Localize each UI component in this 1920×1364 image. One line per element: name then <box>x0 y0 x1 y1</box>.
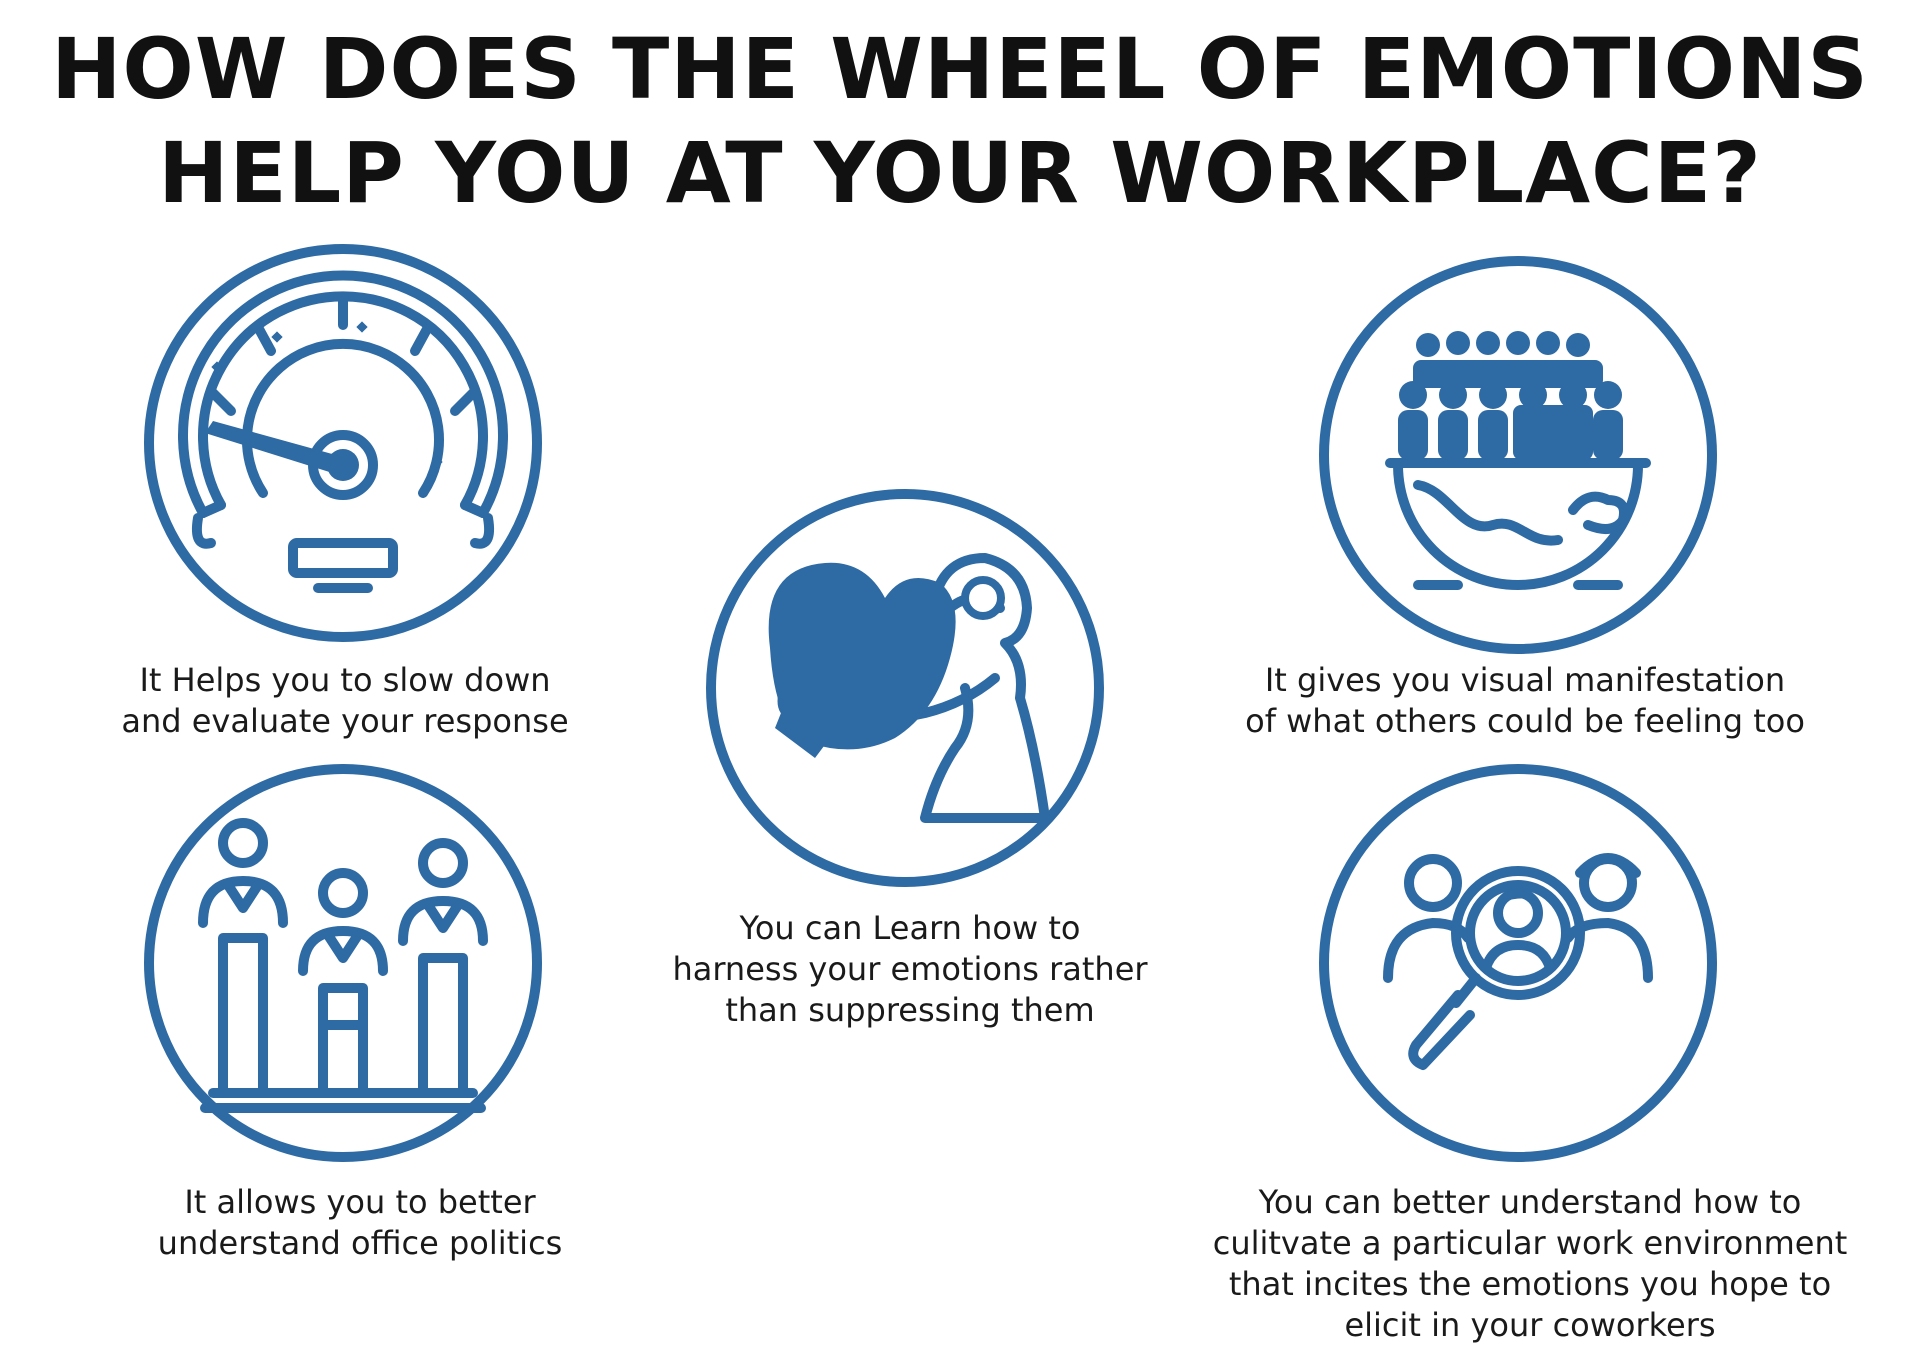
speedometer-icon <box>143 243 543 643</box>
caption-line: and evaluate your response <box>121 702 569 740</box>
caption-line: It allows you to better <box>184 1183 536 1221</box>
people-on-pillars-icon <box>143 763 543 1163</box>
caption-office-politics: It allows you to better understand offic… <box>100 1182 620 1264</box>
page-title-line-2: HELP YOU AT YOUR WORKPLACE? <box>158 124 1762 222</box>
caption-slow-down: It Helps you to slow down and evaluate y… <box>90 660 600 742</box>
caption-harness-emotions: You can Learn how to harness your emotio… <box>650 908 1170 1031</box>
caption-line: elicit in your coworkers <box>1344 1306 1716 1344</box>
caption-line: understand office politics <box>157 1224 563 1262</box>
caption-visual-manifestation: It gives you visual manifestation of wha… <box>1220 660 1830 742</box>
caption-line: harness your emotions rather <box>672 950 1148 988</box>
caption-line: It Helps you to slow down <box>139 661 551 699</box>
page-title-line-1: HOW DOES THE WHEEL OF EMOTIONS <box>51 20 1869 118</box>
caption-line: that incites the emotions you hope to <box>1228 1265 1832 1303</box>
caption-work-environment: You can better understand how to culitva… <box>1170 1182 1890 1346</box>
crowd-on-globe-icon <box>1318 255 1718 655</box>
caption-line: You can Learn how to <box>739 909 1081 947</box>
caption-line: It gives you visual manifestation <box>1264 661 1786 699</box>
magnifier-on-people-icon <box>1318 763 1718 1163</box>
caption-line: of what others could be feeling too <box>1245 702 1805 740</box>
caption-line: culitvate a particular work environment <box>1212 1224 1848 1262</box>
caption-line: You can better understand how to <box>1258 1183 1802 1221</box>
caption-line: than suppressing them <box>725 991 1095 1029</box>
hugging-heart-icon <box>705 488 1105 888</box>
